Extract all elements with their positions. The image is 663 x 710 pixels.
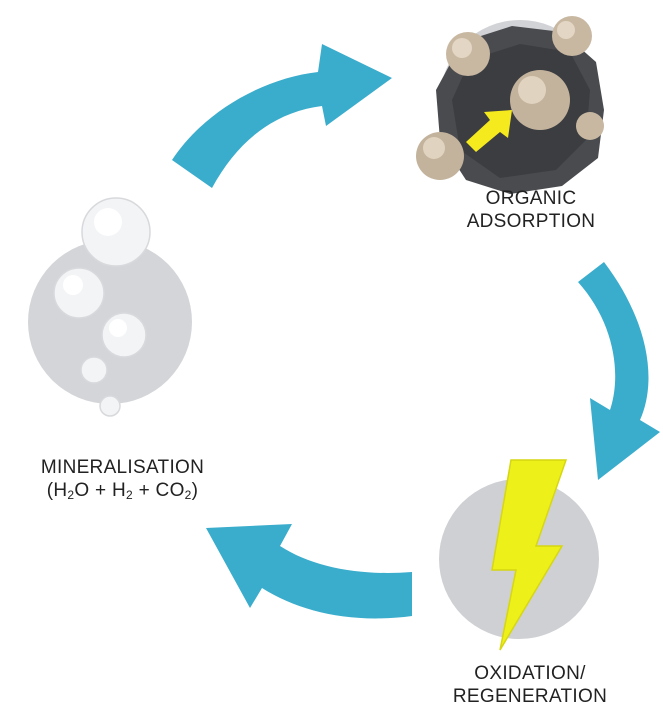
mineralisation-line1: MINERALISATION (40, 457, 205, 478)
cycle-arrow-icon (206, 524, 412, 619)
organic-line1: ORGANIC (485, 188, 577, 209)
lightning-bolt-icon (491, 459, 568, 651)
cycle-arrow-icon (172, 44, 392, 188)
cycle-arrow-icon (578, 262, 660, 480)
organic-adsorption-label: ORGANIC ADSORPTION (436, 187, 626, 233)
oxidation-particle-icon (439, 459, 599, 651)
mineralisation-label: MINERALISATION (H2O + H2 + CO2) (0, 456, 245, 502)
organic-line2: ADSORPTION (466, 211, 596, 232)
oxidation-line2: REGENERATION (452, 686, 608, 707)
bubbles-icon (28, 197, 192, 417)
adsorbent-particle-icon (416, 16, 604, 194)
oxidation-regeneration-label: OXIDATION/ REGENERATION (420, 662, 640, 708)
oxidation-line1: OXIDATION/ (474, 663, 586, 684)
mineralisation-formula: (H2O + H2 + CO2) (46, 480, 199, 502)
adsorption-direction-arrow (466, 110, 512, 152)
